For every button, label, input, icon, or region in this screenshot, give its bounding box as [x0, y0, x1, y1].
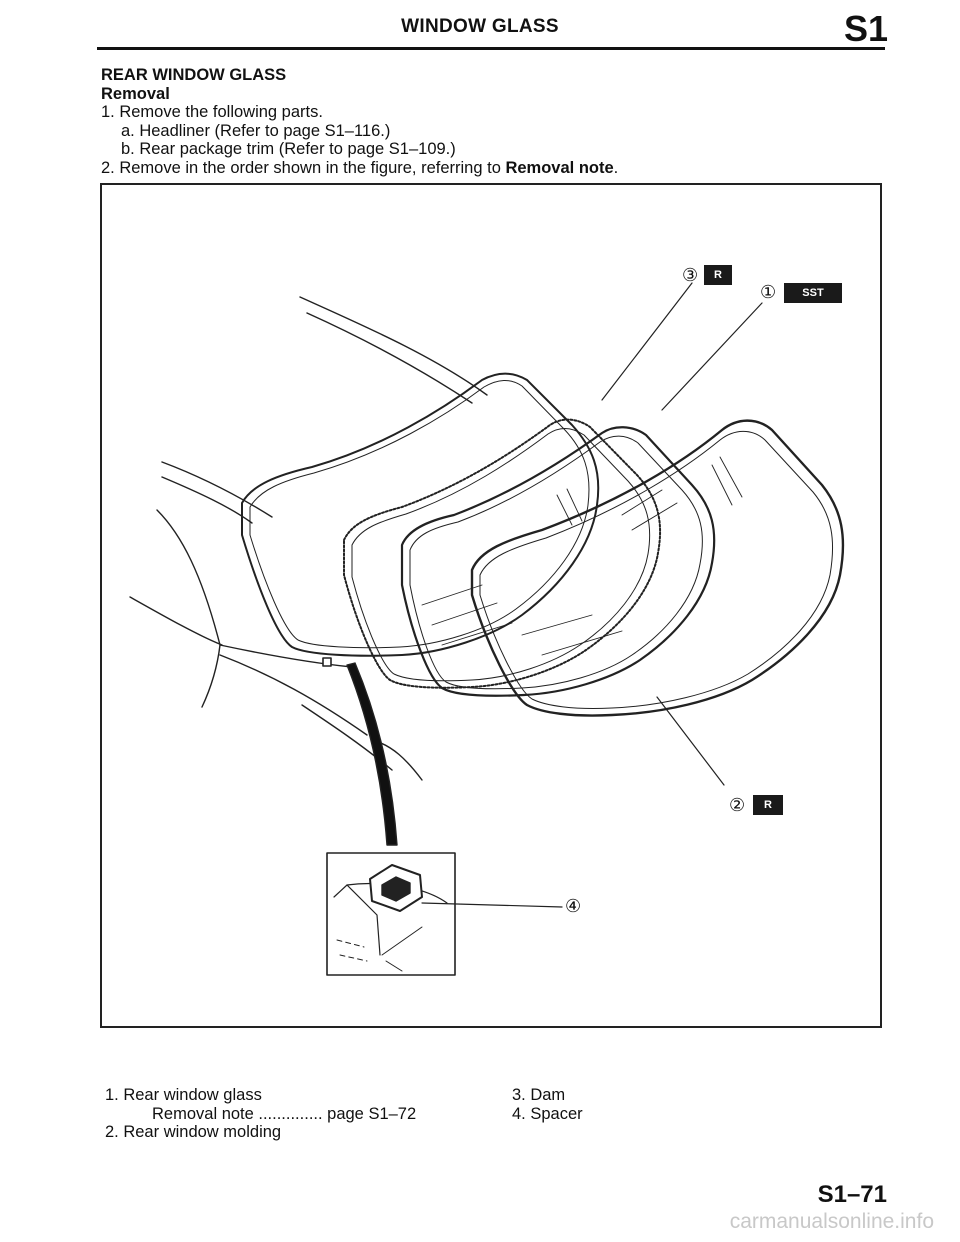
body-upper-line [161, 461, 273, 518]
watermark: carmanualsonline.info [729, 1210, 934, 1233]
step-1: 1. Remove the following parts. [101, 103, 323, 121]
replace-badge-3: R [704, 265, 732, 285]
section-subheading: Removal [101, 84, 170, 103]
rear-window-glass [241, 372, 600, 657]
figure-box: ③ R ① SST ② R ④ [100, 183, 882, 1028]
step-1b: b. Rear package trim (Refer to page S1–1… [121, 140, 456, 158]
front-frame [470, 419, 845, 717]
sst-badge: SST [784, 283, 842, 303]
page-number: S1–71 [817, 1181, 887, 1208]
removal-note-ref: Removal note [505, 158, 614, 177]
header-rule [97, 47, 885, 50]
roof-line [299, 296, 488, 396]
step-2-end: . [613, 158, 619, 177]
body-side-line [156, 509, 221, 708]
legend-item-2: 2. Rear window molding [105, 1123, 282, 1141]
roof-line-inner [306, 312, 473, 404]
leader-line-3 [601, 282, 693, 401]
legend-left: 1. Rear window glass Removal note ......… [105, 1086, 416, 1142]
deck-line-2 [219, 654, 368, 736]
rear-window-molding [400, 426, 716, 697]
spacer-location-marker [322, 657, 332, 667]
intro-text: REAR WINDOW GLASS Removal 1. Remove the … [101, 66, 618, 177]
detail-pointer [346, 662, 398, 846]
legend-item-1: 1. Rear window glass [105, 1086, 262, 1104]
legend-item-3: 3. Dam [512, 1086, 566, 1104]
leader-line-1 [661, 302, 763, 411]
deck-line [219, 644, 353, 668]
legend-item-1-note: Removal note .............. page S1–72 [152, 1104, 417, 1123]
body-side-line-2 [129, 596, 223, 646]
callout-3: ③ [682, 265, 699, 286]
callout-4: ④ [565, 896, 582, 917]
leader-line-4 [421, 902, 563, 908]
callout-1: ① [760, 282, 777, 303]
section-code: S1 [843, 8, 888, 49]
step-2-text: 2. Remove in the order shown in the figu… [101, 158, 506, 177]
page-title: WINDOW GLASS [401, 16, 559, 37]
leader-line-2 [656, 696, 725, 786]
step-1a: a. Headliner (Refer to page S1–116.) [121, 121, 391, 140]
replace-badge-2: R [753, 795, 783, 815]
exploded-view-illustration [129, 282, 845, 976]
dam [343, 418, 662, 689]
legend-right: 3. Dam 4. Spacer [512, 1086, 583, 1123]
section-heading: REAR WINDOW GLASS [101, 66, 287, 84]
callout-2: ② [729, 795, 746, 816]
step-2: 2. Remove in the order shown in the figu… [101, 159, 618, 178]
legend-item-4: 4. Spacer [512, 1104, 583, 1123]
body-upper-line-2 [161, 476, 253, 524]
